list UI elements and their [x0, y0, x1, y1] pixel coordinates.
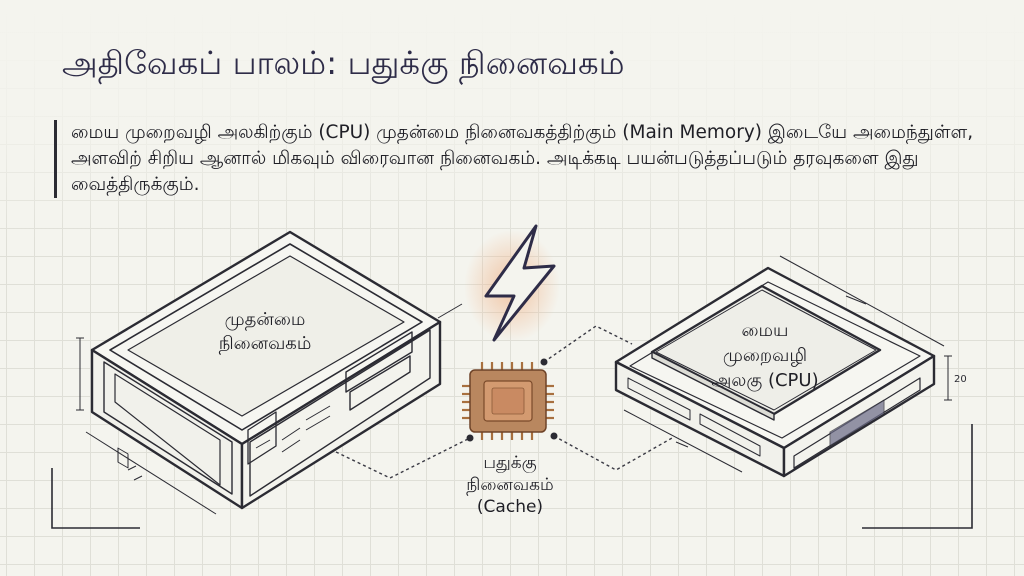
cpu-label-line1: மைய	[741, 320, 789, 341]
connector-dots	[466, 358, 558, 442]
cpu-label-line2: முறைவழி	[722, 345, 808, 366]
cache-chip-icon	[462, 362, 554, 440]
connector-lines	[335, 325, 673, 479]
cache-label-line1: பதுக்கு	[483, 453, 537, 473]
corner-brackets	[51, 424, 973, 529]
cpu-label: மைய முறைவழி அலகு (CPU)	[690, 318, 840, 393]
page-title: அதிவேகப் பாலம்: பதுக்கு நினைவகம்	[62, 44, 625, 82]
cpu-label-line3: அலகு (CPU)	[711, 370, 819, 391]
lightning-bolt-icon	[464, 224, 560, 342]
cpu-dimension-label: 20	[954, 374, 967, 385]
grid-fade	[0, 0, 1024, 240]
cpu-box	[614, 255, 952, 478]
main-memory-label-line2: நினைவகம்	[218, 333, 312, 354]
cache-label-line3: (Cache)	[476, 497, 544, 517]
main-memory-box	[76, 230, 463, 515]
description-text: மைய முறைவழி அலகிற்கும் (CPU) முதன்மை நின…	[54, 120, 991, 198]
cache-label-line2: நினைவகம்	[466, 475, 554, 495]
main-memory-label-line1: முதன்மை	[224, 309, 306, 330]
main-memory-label: முதன்மை நினைவகம்	[190, 308, 340, 356]
cache-label: பதுக்கு நினைவகம் (Cache)	[430, 452, 590, 518]
